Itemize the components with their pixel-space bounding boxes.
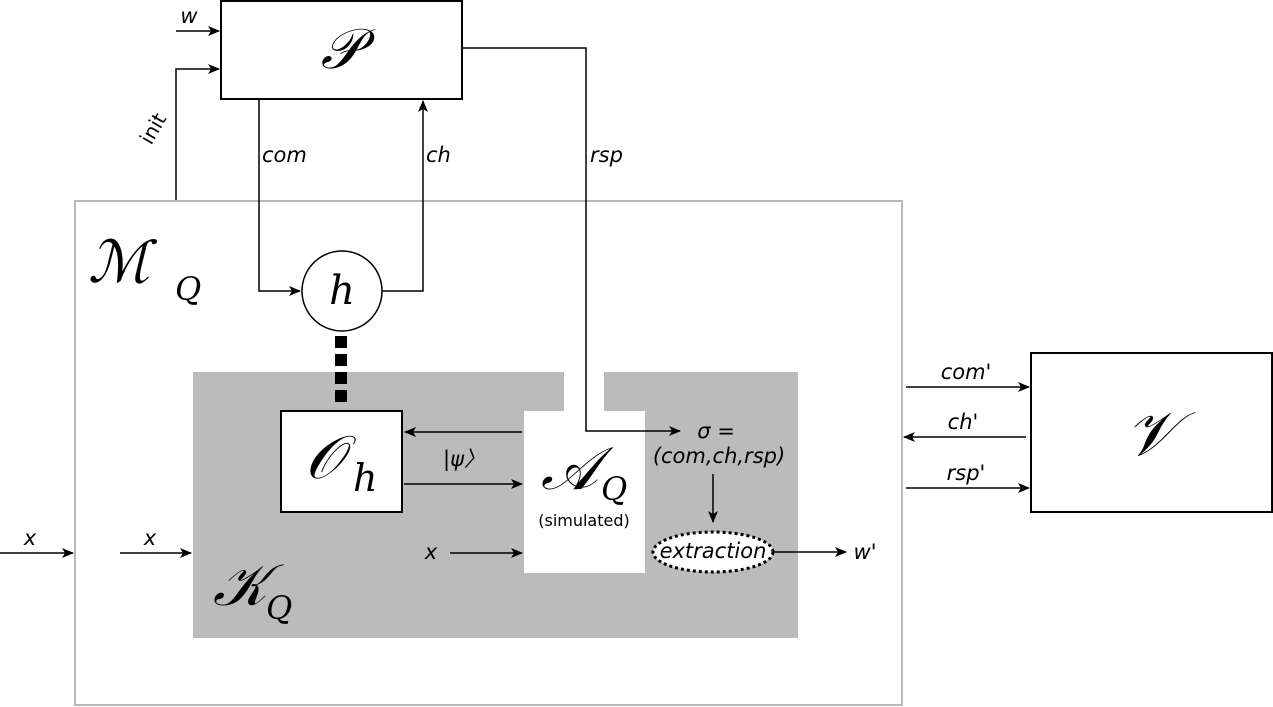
machine-subscript: Q	[175, 270, 201, 308]
adversary-region	[524, 411, 645, 573]
extraction-label: extraction	[660, 539, 767, 563]
com-prime-label: com'	[941, 360, 992, 384]
verifier-box	[1030, 352, 1273, 513]
init-label: init	[135, 109, 172, 149]
sigma-line1: σ =	[697, 419, 735, 443]
adversary-subscript: Q	[601, 470, 627, 508]
extractor-subscript: Q	[266, 589, 292, 627]
rsp-arrow	[462, 47, 681, 436]
adversary-note: (simulated)	[538, 511, 630, 530]
adversary-x-label: x	[424, 540, 438, 564]
prover-box	[220, 0, 463, 100]
rsp-prime-label: rsp'	[947, 461, 986, 485]
hash-symbol: h	[329, 268, 355, 314]
outer-x-label: x	[23, 526, 37, 550]
prover-input-w-label: w	[180, 4, 198, 28]
rsp-label: rsp	[590, 143, 623, 167]
sigma-line2: (com,ch,rsp)	[653, 444, 785, 468]
w-prime-label: w'	[854, 540, 877, 564]
ch-arrow	[382, 100, 428, 292]
psi-label: |ψ〉	[443, 447, 485, 472]
extraction-ellipse	[651, 530, 775, 574]
init-arrow	[175, 64, 220, 200]
oracle-box	[280, 410, 403, 513]
ch-label: ch	[426, 143, 451, 167]
inner-x-label: x	[143, 526, 157, 550]
com-label: com	[262, 143, 307, 167]
machine-symbol: ℳ	[88, 228, 158, 296]
com-arrow	[258, 100, 301, 296]
oracle-subscript: h	[353, 456, 377, 500]
ch-prime-label: ch'	[948, 410, 979, 434]
